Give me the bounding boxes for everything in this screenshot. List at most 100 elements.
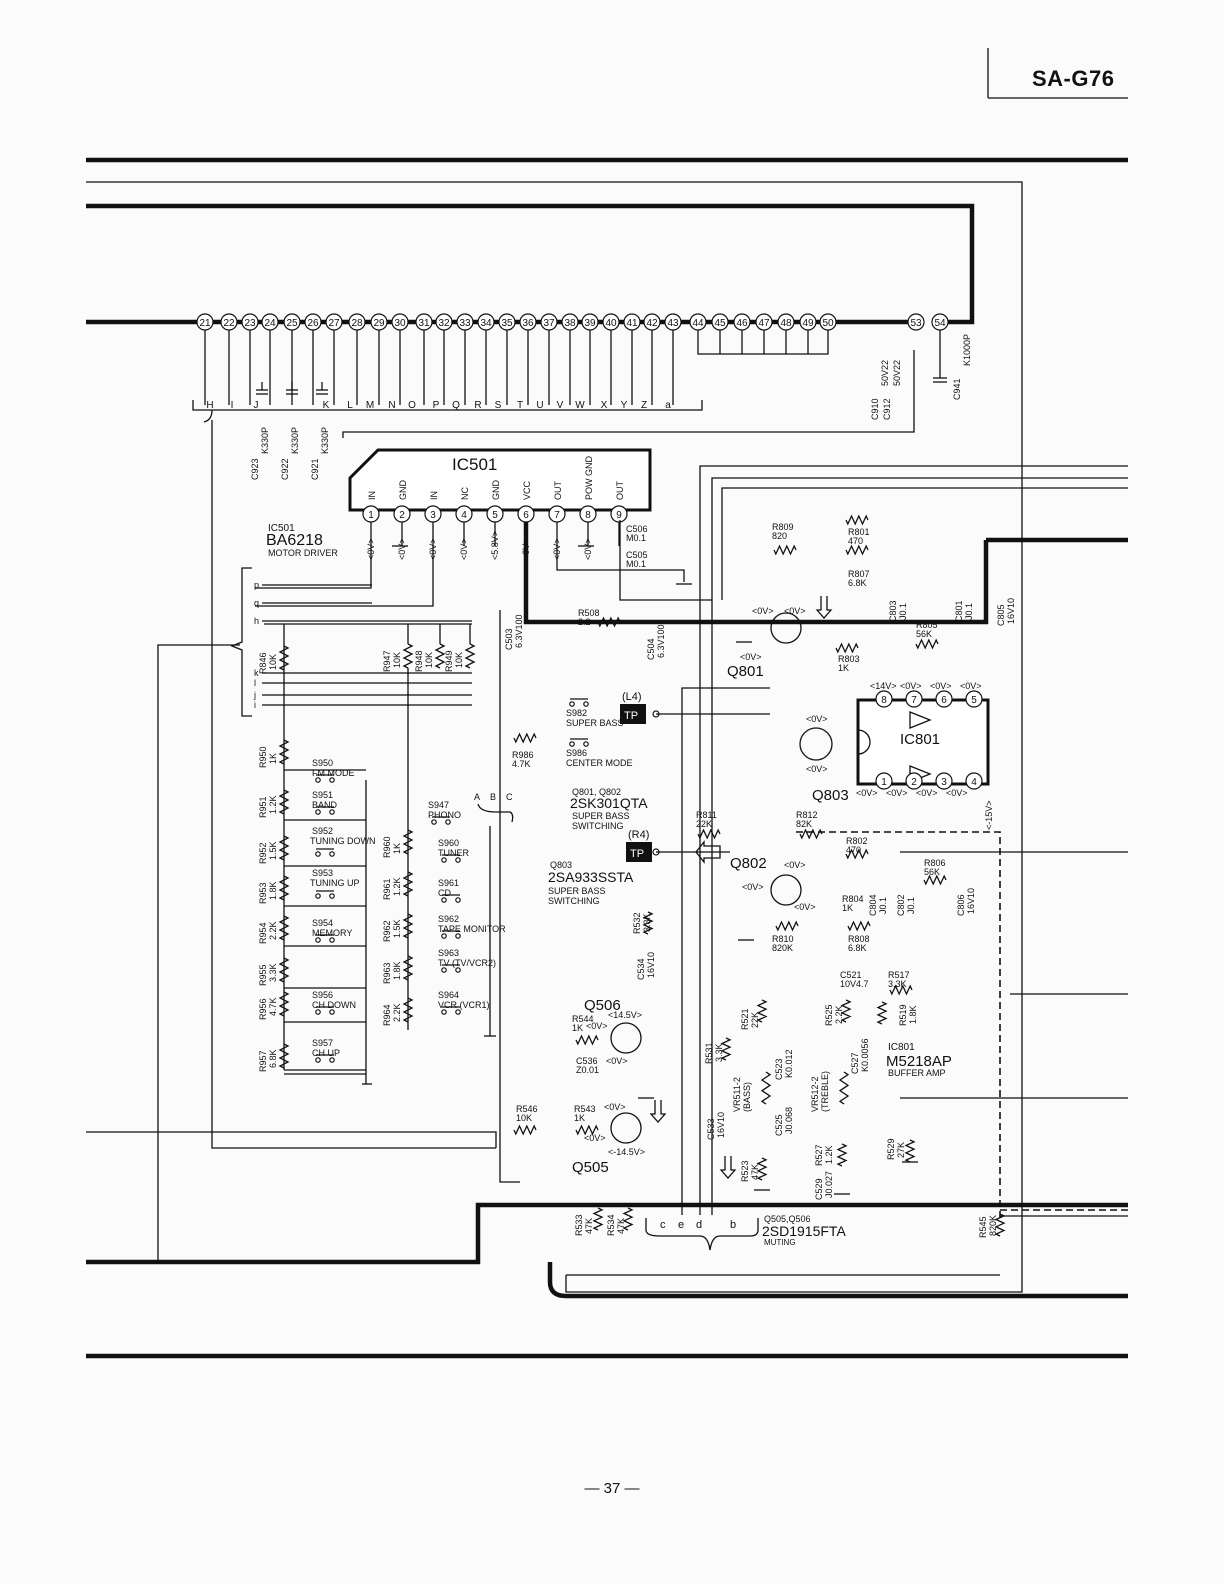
component-value: 10V4.7 [840,979,869,989]
r801-symbol [845,514,869,526]
component-ref: R523 [740,1160,750,1182]
ic801-top-pin: 7 [911,695,917,706]
ic501-pin-number: 7 [554,510,560,521]
connector-pin-number: 47 [758,318,770,329]
q801-802-fn2: SWITCHING [572,821,624,831]
ic801-part: M5218AP [886,1053,952,1070]
component-ref: C806 [956,894,966,916]
component-value: 27K [896,1142,906,1158]
control-label: (BASS) [742,1082,752,1112]
component-value: 2.2K [834,1005,844,1024]
ic501-pin-voltage: <0V> [459,538,469,560]
switch-ref: S953 [312,868,333,878]
ic501-pin-voltage: <0V> [521,538,531,560]
connector-pin-number: 40 [605,318,617,329]
ladder-left-value: 2.2K [268,921,278,940]
component-ref: R531 [704,1042,714,1064]
control-label: (TREBLE) [820,1071,830,1112]
ladder-left-ref: R950 [258,746,268,768]
connector-letter: Z [641,400,647,411]
ic801-bottom-voltage: <0V> [946,788,968,798]
ic501-pin-voltage: <0V> [583,538,593,560]
ladder-left-value: 1.2K [268,795,278,814]
top-cap-value: K330P [290,427,300,454]
io-label-left: i [254,700,256,710]
component-value: 2.2 [578,617,591,627]
ic501-pin-name: NC [460,487,470,500]
switch-ref: S986 [566,748,587,758]
control-layer: VR511-2(BASS)VR512-2(TREBLE) [732,1071,850,1112]
connector-letter: O [408,400,416,411]
component-ref: R809 [772,522,794,532]
ladder-mid-ref: R947 [382,650,392,672]
component-ref: R810 [772,934,794,944]
ladder-mid-ref: R964 [382,1004,392,1026]
component-value: 4.7K [512,759,531,769]
component-value: 470 [848,536,863,546]
switch-label: TAPE MONITOR [438,924,506,934]
component-ref: R544 [572,1014,594,1024]
switch-ref: S961 [438,878,459,888]
component-ref: C503 [504,628,514,650]
ladder-left-value: 1.5K [268,841,278,860]
component-value: 6.3V100 [514,614,524,648]
switch-ref: S947 [428,800,449,810]
connector-letter: T [517,400,523,411]
ladder-mid-resistor [434,643,446,669]
ladder-left-value: 1K [268,753,278,764]
ladder-left-resistor [278,915,290,941]
connector-pin-number: 46 [736,318,748,329]
connector-pin-number: 38 [564,318,576,329]
ic501-block: IC501 [348,448,652,512]
q505-506-part: 2SD1915FTA [762,1223,846,1239]
ic501-pin-number: 9 [616,510,622,521]
q801-802-fn1: SUPER BASS [572,811,630,821]
ic801-block: IC801 [856,698,990,786]
voltage-q505-c: <0V> [604,1102,626,1112]
connector-letter: Y [621,400,628,411]
component-ref: C527 [850,1052,860,1074]
component-value: 16V10 [716,1112,726,1138]
r806-symbol [923,874,947,886]
transistor-voltages: <0V> <0V> <0V> <0V> <0V> <0V> <0V> <0V> … [584,606,828,1157]
r807-symbol [845,544,869,556]
ladder-left-ref: R955 [258,964,268,986]
connector-pin-number: 48 [780,318,792,329]
switch-ref: S964 [438,990,459,1000]
io-label-abc: C [506,792,513,802]
ic501-part: BA6218 [266,532,323,549]
io-label-left: q [254,598,259,608]
switch-ref: S962 [438,914,459,924]
r805-symbol [915,638,939,650]
component-ref: C521 [840,970,862,980]
ladder-mid-value: 10K [424,652,434,668]
r527-symbol [836,1143,848,1167]
component-ref: R811 [696,810,717,820]
io-label-bottom: e [678,1219,684,1231]
r545-symbol [994,1213,1006,1237]
component-value: 16V10 [646,952,656,978]
component-ref: C801 [954,600,964,622]
component-value: 1K [838,663,849,673]
control-pot [838,1071,850,1105]
connector-letter: Q [452,400,460,411]
ic801-name: IC801 [900,731,940,748]
switch-label: CD [438,888,451,898]
top-cap-ref: C923 [250,458,260,480]
connector-pin-number: 27 [328,318,340,329]
ic801-top-voltage: <0V> [900,681,922,691]
connector-pin-number: 54 [934,318,946,329]
component-value: 47K [750,1164,760,1180]
component-ref: C536 [576,1056,598,1066]
top-capacitors: C923K330PC922K330PC921K330PC91050V22C912… [250,330,972,480]
tp-l4-tag: TP [624,710,638,722]
ladder-left-ref: R957 [258,1050,268,1072]
component-value: 56K [924,867,940,877]
component-value: 1K [574,1113,585,1123]
connector-letter: U [536,400,543,411]
ic801-bottom-voltage: <0V> [916,788,938,798]
r508-symbol [597,616,621,628]
q801-802-ref: Q801, Q802 [572,787,621,797]
